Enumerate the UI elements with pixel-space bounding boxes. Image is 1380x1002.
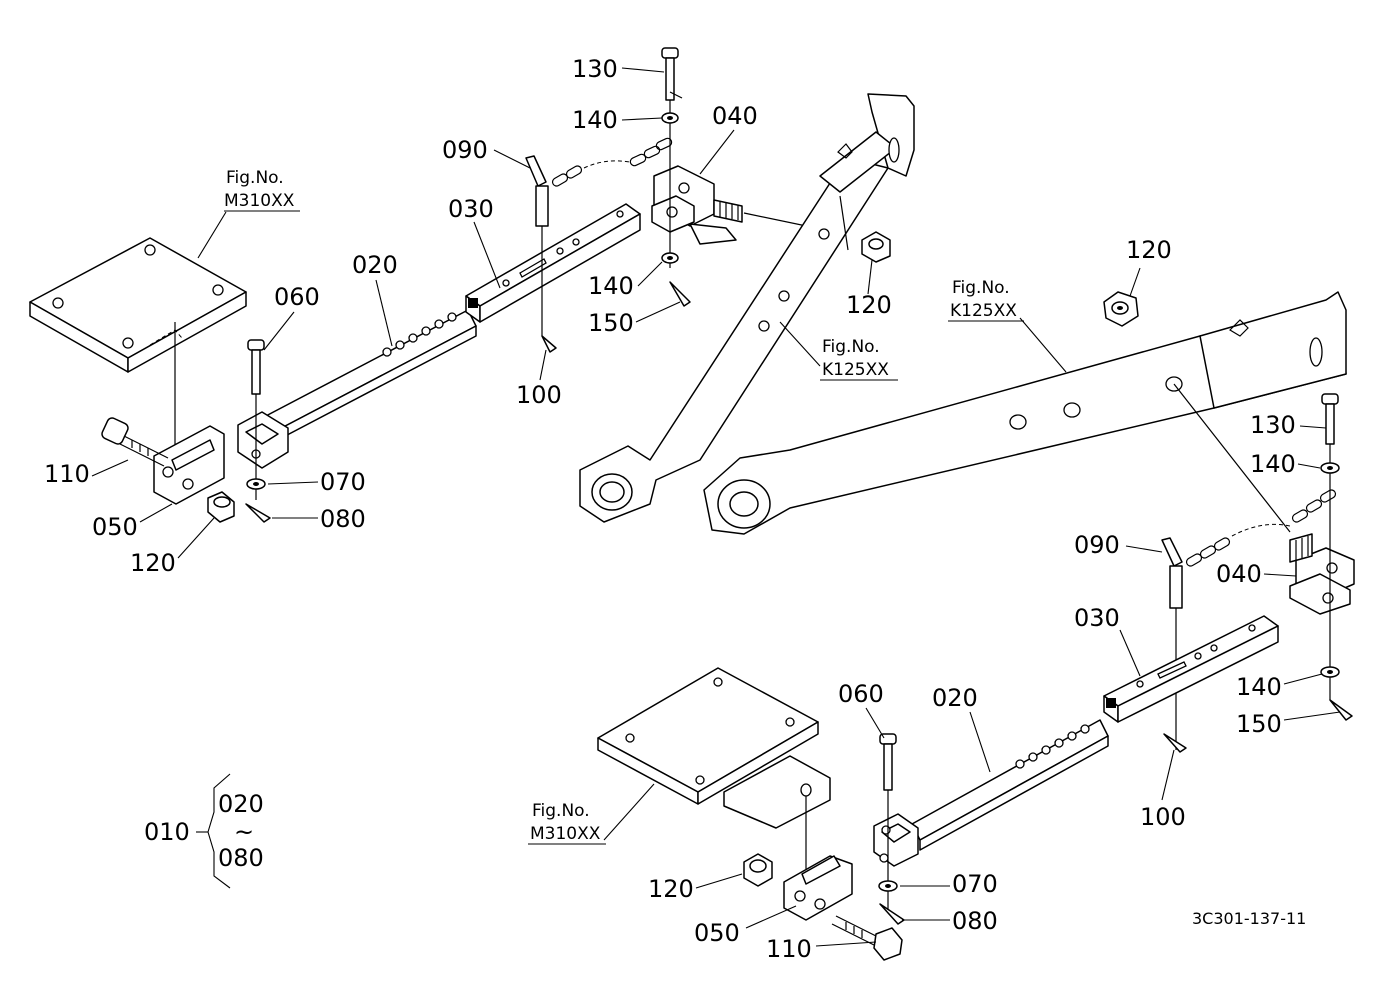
callout-130-top: 130	[572, 55, 618, 83]
right-arm-nut	[1103, 291, 1139, 327]
callout-070-left: 070	[320, 468, 366, 496]
left-bracket	[101, 417, 235, 523]
callout-090-top: 090	[442, 136, 488, 164]
fig-ref-bottom-plate: Fig.No. M310XX	[528, 801, 606, 845]
callout-150-top: 150	[588, 309, 634, 337]
right-turnbuckle	[1289, 533, 1355, 615]
left-tube	[465, 203, 641, 323]
callout-050-left: 050	[92, 513, 138, 541]
left-arm-nut	[861, 231, 891, 263]
right-stabilizer-bar	[873, 719, 1109, 867]
callout-040-top: 040	[712, 102, 758, 130]
bottom-lower-pin	[878, 733, 905, 925]
right-lower-arm	[703, 291, 1347, 535]
callout-030-top: 030	[448, 195, 494, 223]
left-stabilizer-bar	[237, 309, 477, 469]
left-chain-pin	[525, 137, 673, 353]
callout-140-right-bottom: 140	[1236, 673, 1282, 701]
callout-120-left: 120	[130, 549, 176, 577]
fig-ref-number: M310XX	[530, 824, 601, 844]
left-mounting-plate	[29, 237, 247, 452]
callout-080-left: 080	[320, 505, 366, 533]
fig-ref-label: Fig.No.	[822, 337, 880, 357]
callout-100-top: 100	[516, 381, 562, 409]
callout-120-top: 120	[846, 291, 892, 319]
fig-ref-number: K125XX	[822, 360, 889, 380]
fig-ref-number: M310XX	[224, 191, 295, 211]
callout-030-right: 030	[1074, 604, 1120, 632]
fig-ref-label: Fig.No.	[952, 278, 1010, 298]
fig-ref-right-arm: Fig.No. K125XX	[948, 278, 1024, 322]
callout-020-right: 020	[932, 684, 978, 712]
fig-ref-left-arm: Fig.No. K125XX	[820, 337, 898, 381]
bottom-bracket	[743, 853, 903, 961]
assembly-range-tilde: ~	[234, 818, 254, 846]
left-lower-arm	[579, 93, 915, 523]
callout-040-right: 040	[1216, 560, 1262, 588]
callout-120-right: 120	[1126, 236, 1172, 264]
left-turnbuckle	[651, 165, 817, 245]
left-lower-pin	[245, 339, 271, 523]
right-chain-pin	[1161, 489, 1337, 753]
callout-140-top: 140	[572, 106, 618, 134]
callout-020-left: 020	[352, 251, 398, 279]
drawing-code: 3C301-137-11	[1192, 909, 1306, 928]
callout-080-right: 080	[952, 907, 998, 935]
callout-100-right: 100	[1140, 803, 1186, 831]
assembly-number: 010	[144, 818, 190, 846]
right-pin-stack	[1320, 393, 1353, 721]
assembly-range-start: 020	[218, 790, 264, 818]
callout-130-right: 130	[1250, 411, 1296, 439]
left-pin-stack	[661, 47, 691, 307]
right-tube	[1103, 615, 1279, 723]
fig-ref-left-plate: Fig.No. M310XX	[224, 168, 300, 212]
assembly-range-end: 080	[218, 844, 264, 872]
leader-lines	[91, 67, 1341, 947]
callout-120-bottom: 120	[648, 875, 694, 903]
assembly-legend: 010 020 ~ 080	[144, 773, 264, 889]
callout-150-right: 150	[1236, 710, 1282, 738]
callout-110-left: 110	[44, 460, 90, 488]
fig-ref-label: Fig.No.	[226, 168, 284, 188]
callout-060-left: 060	[274, 283, 320, 311]
bottom-mounting-plate	[597, 667, 831, 880]
fig-ref-number: K125XX	[950, 301, 1017, 321]
callout-090-right: 090	[1074, 531, 1120, 559]
callout-060-right: 060	[838, 680, 884, 708]
callout-070-right: 070	[952, 870, 998, 898]
callout-050-bottom: 050	[694, 919, 740, 947]
fig-ref-label: Fig.No.	[532, 801, 590, 821]
callout-labels: 130 140 040 090 030 020 060 140 150 120 …	[44, 55, 1296, 963]
callout-110-bottom: 110	[766, 935, 812, 963]
callout-140-right-top: 140	[1250, 450, 1296, 478]
callout-140-mid: 140	[588, 272, 634, 300]
